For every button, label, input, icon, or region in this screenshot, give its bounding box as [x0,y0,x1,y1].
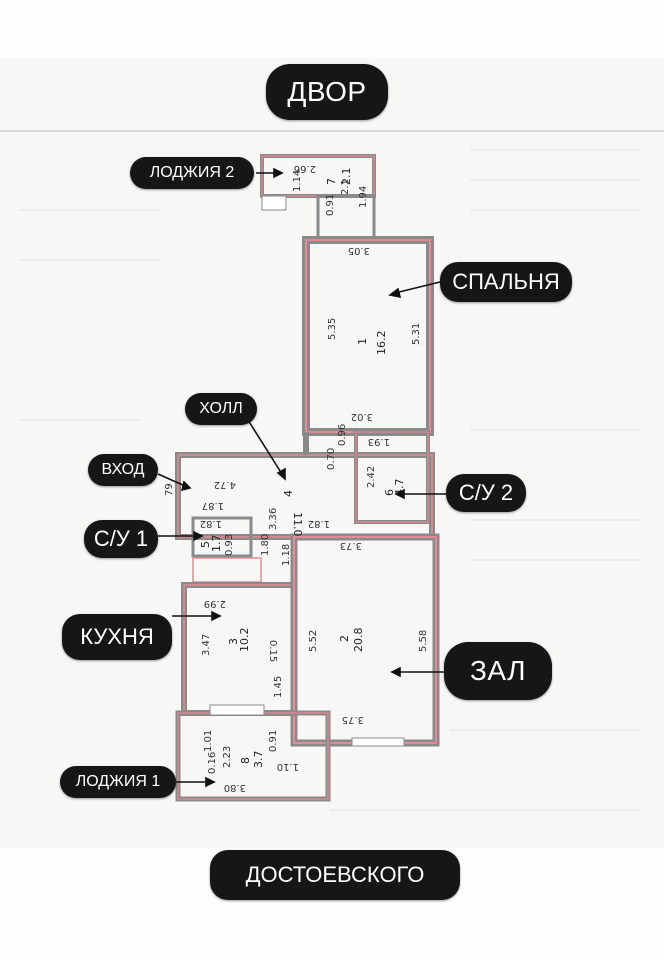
bedroom-label: СПАЛЬНЯ [440,262,572,302]
dim-loggia-1-d: 0.91 [268,730,279,752]
bath-2-num: 6 [383,489,396,496]
dim-bath-1-top: 1.82 [200,518,222,529]
sheet-fold-line [0,130,664,132]
dim-hall-d: 0.96 [337,424,348,446]
dim-living-top: 3.73 [340,540,362,551]
dim-bedroom-bottom: 3.02 [351,411,373,422]
dim-bath-1-side: 0.93 [224,534,235,556]
dim-hall-top: 4.72 [214,479,236,490]
arrow-head-bedroom [388,287,402,299]
arrow-head-hall [276,467,286,481]
dim-loggia-1-bottom: 3.80 [224,782,246,793]
dim-hall-f: 1.18 [281,544,292,566]
arrow-head-bath-2 [394,488,405,500]
arrow-bedroom [394,281,441,294]
dim-living-bottom: 3.75 [342,714,364,725]
wardrobe-wall [192,557,262,583]
living-room-area: 20.8 [352,628,365,653]
bath-1-wall [191,516,253,558]
arrow-entrance [157,473,186,487]
label-arrows [157,167,446,788]
yard-label: ДВОР [266,64,388,120]
dim-kitchen-top: 2.99 [204,598,226,609]
bath-1-label: С/У 1 [84,520,158,558]
loggia-2-num: 7 [325,178,338,185]
arrow-head-loggia-2 [273,167,284,179]
loggia-2-label: ЛОДЖИЯ 2 [130,157,254,189]
entrance-label: ВХОД [88,454,158,486]
dim-kitchen-right2: 1.45 [273,676,284,698]
arrow-head-entrance [180,480,192,492]
dim-loggia-2-side: 1.94 [358,186,369,208]
hall-label: ХОЛЛ [185,393,257,425]
arrow-head-kitchen [211,610,222,622]
dim-loggia-1-a: 1.01 [203,730,214,752]
loggia-1-num: 8 [239,757,252,764]
loggia-2-window [261,195,287,211]
kitchen-area: 10.2 [238,628,251,653]
kitchen-label: КУХНЯ [62,614,172,660]
dim-loggia-2-depth2: 2.1 [340,179,351,195]
dim-loggia-2-depth: 1.14 [292,170,303,192]
arrow-head-loggia-1 [205,776,216,788]
dim-bedroom-left: 5.35 [327,318,338,340]
street-label: ДОСТОЕВСКОГО [210,850,460,900]
bath-1-area: 1.7 [210,535,223,553]
dim-loggia-1-c: 0.16 [207,752,218,774]
living-room-window [351,737,405,747]
bath-1-num: 5 [199,541,212,548]
dim-bedroom-top: 3.05 [348,245,370,256]
bath-2-label: С/У 2 [446,474,526,512]
hall-area: 11.0 [291,512,304,537]
dim-loggia-2-width: 2.66 [294,163,316,174]
loggia-1-label: ЛОДЖИЯ 1 [60,766,176,798]
arrow-head-living-room [390,666,401,678]
room-labels: 7 2.1 1 16.2 4 11.0 6 4.7 5 1.7 3 10.2 2… [199,168,406,769]
dim-bedroom-right: 5.31 [411,323,422,345]
loggia-1-area: 3.7 [252,751,265,769]
hall-num: 4 [282,490,295,497]
background-print [20,149,640,811]
dim-loggia-1-right: 1.10 [277,761,299,772]
dim-living-left: 5.52 [308,630,319,652]
dim-bath-2-side: 2.42 [366,466,377,488]
living-room-label: ЗАЛ [444,642,552,700]
walls [175,154,440,802]
bedroom-area: 16.2 [375,331,388,356]
dim-hall-c: 0.70 [326,448,337,470]
dim-hall-e: 1.80 [260,534,271,556]
dim-hall-a: 1.87 [202,500,224,511]
dim-loggia-2-side2: 0.91 [325,194,336,216]
living-room-num: 2 [338,635,351,642]
dim-loggia-1-b: 2.23 [222,746,233,768]
dim-entrance: 79 [164,483,175,496]
arrow-head-bath-1 [193,530,204,542]
loggia-2-area: 2.1 [340,168,353,186]
bath-2-wall-accent [355,431,429,523]
dim-hall-b: 1.82 [308,518,330,529]
kitchen-num: 3 [227,638,240,645]
bedroom-num: 1 [356,338,369,345]
dim-living-right: 5.58 [418,630,429,652]
dim-hall-length: 3.36 [268,508,279,530]
arrow-hall [247,419,283,475]
kitchen-window [209,704,265,716]
dim-kitchen-right: 0.15 [267,640,278,662]
dim-bath-2-top: 1.93 [368,436,390,447]
dimension-labels: 2.66 1.14 2.1 1.94 0.91 3.05 5.35 5.31 3… [164,163,429,793]
dim-kitchen-left: 3.47 [201,634,212,656]
